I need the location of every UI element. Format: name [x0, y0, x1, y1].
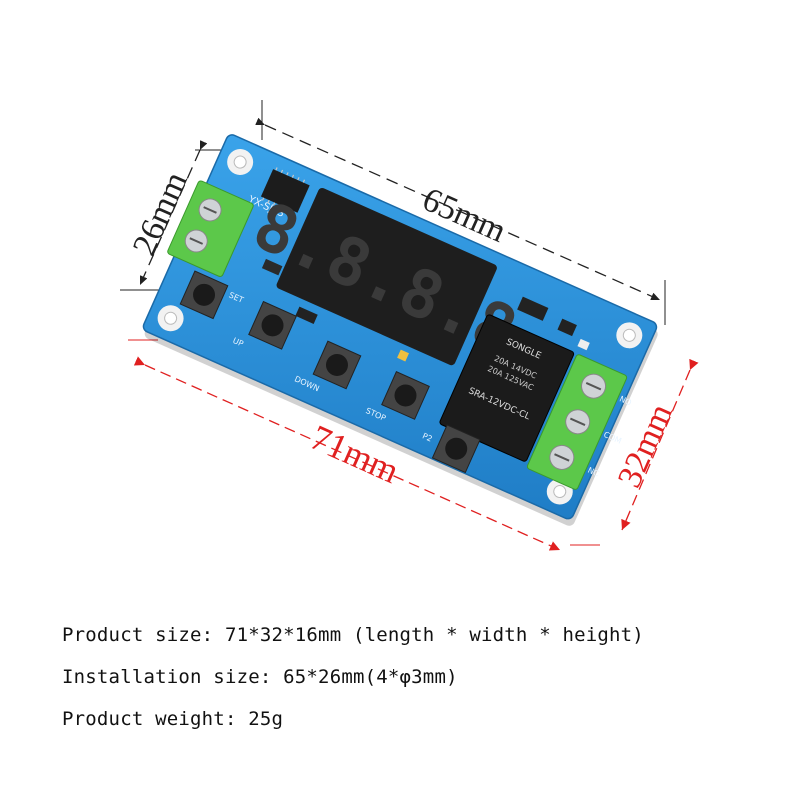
tactile-buttons: SET UP DOWN STOP P2	[179, 270, 481, 474]
spec-product-weight: Product weight: 25g	[62, 708, 284, 730]
smd-diode	[517, 296, 549, 321]
smd-led	[577, 338, 590, 351]
relay-module-board: YX-SJ13 8.8.8.8 SONGLE 20	[142, 134, 658, 526]
smd-transistor	[557, 318, 577, 337]
microcontroller-chip	[260, 169, 310, 213]
product-photo: 65mm 26mm 71mm 32mm YX-SJ13 8.8.8.8	[120, 100, 699, 551]
terminal-label-nc: NC	[586, 466, 601, 479]
output-screw-terminal	[526, 354, 628, 490]
relay: SONGLE 20A 14VDC 20A 125VAC SRA-12VDC-CL	[439, 314, 575, 462]
smd-capacitor	[261, 258, 283, 276]
spec-product-size: Product size: 71*32*16mm (length * width…	[62, 624, 644, 646]
spec-installation-size: Installation size: 65*26mm(4*φ3mm)	[62, 666, 458, 688]
button-label-up: UP	[231, 336, 245, 349]
button-label-p2: P2	[421, 431, 434, 443]
spec-list: Product size: 71*32*16mm (length * width…	[62, 620, 782, 746]
input-screw-terminal	[167, 180, 254, 278]
smd-led-2	[397, 349, 409, 362]
button-stop: STOP	[364, 371, 430, 423]
install-dimension-lines	[120, 100, 666, 325]
overall-dimension-lines	[128, 339, 699, 551]
button-p2: P2	[421, 424, 481, 474]
smd-resistor	[295, 306, 318, 324]
button-up: UP	[231, 300, 297, 350]
button-down: DOWN	[293, 340, 362, 393]
